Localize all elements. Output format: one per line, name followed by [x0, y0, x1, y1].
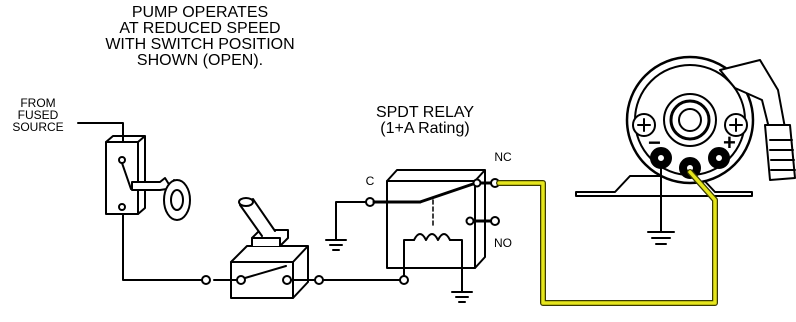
relay-title: SPDT RELAY (1+A Rating) — [350, 105, 500, 137]
terminal-no-label: NO — [494, 236, 512, 250]
ground-icon-coil — [451, 291, 473, 303]
relay-coil-junction — [399, 275, 409, 285]
pump-plus: + — [723, 130, 736, 155]
relay-coil-icon — [403, 233, 463, 293]
terminal-no-inner — [465, 216, 475, 226]
toggle-to-relay-wire — [322, 273, 405, 281]
terminal-nc-inner — [472, 178, 482, 188]
junction-dot-2 — [314, 275, 324, 285]
note-text: PUMP OPERATES AT REDUCED SPEED WITH SWIT… — [50, 5, 350, 69]
fuel-pump-icon — [575, 55, 796, 197]
note-line-1: PUMP OPERATES — [131, 4, 269, 21]
terminal-no — [490, 216, 500, 226]
relay-title-text: SPDT RELAY — [375, 104, 475, 121]
note-line-2: AT REDUCED SPEED — [119, 20, 281, 37]
note-line-3: WITH SWITCH POSITION — [105, 36, 295, 53]
note-line-4: SHOWN (OPEN). — [136, 52, 264, 69]
ground-icon-pump — [647, 231, 675, 245]
toggle-switch-icon — [213, 197, 316, 299]
source-line-3: SOURCE — [12, 120, 64, 134]
terminal-nc-label: NC — [494, 150, 512, 164]
junction-dot-1 — [201, 275, 211, 285]
source-line-1: FROM — [20, 96, 56, 110]
relay-rating-text: (1+A Rating) — [380, 120, 470, 137]
c-wire — [335, 201, 367, 241]
source-label: FROM FUSED SOURCE — [0, 97, 76, 133]
terminal-c-label: C — [365, 174, 375, 188]
ground-icon-c — [325, 239, 347, 251]
source-line-2: FUSED — [17, 108, 59, 122]
pump-minus: − — [648, 130, 661, 155]
signal-wire — [497, 170, 717, 305]
key-to-toggle-wire — [122, 213, 207, 281]
key-switch-icon — [105, 135, 191, 221]
relay-armature — [418, 182, 475, 204]
